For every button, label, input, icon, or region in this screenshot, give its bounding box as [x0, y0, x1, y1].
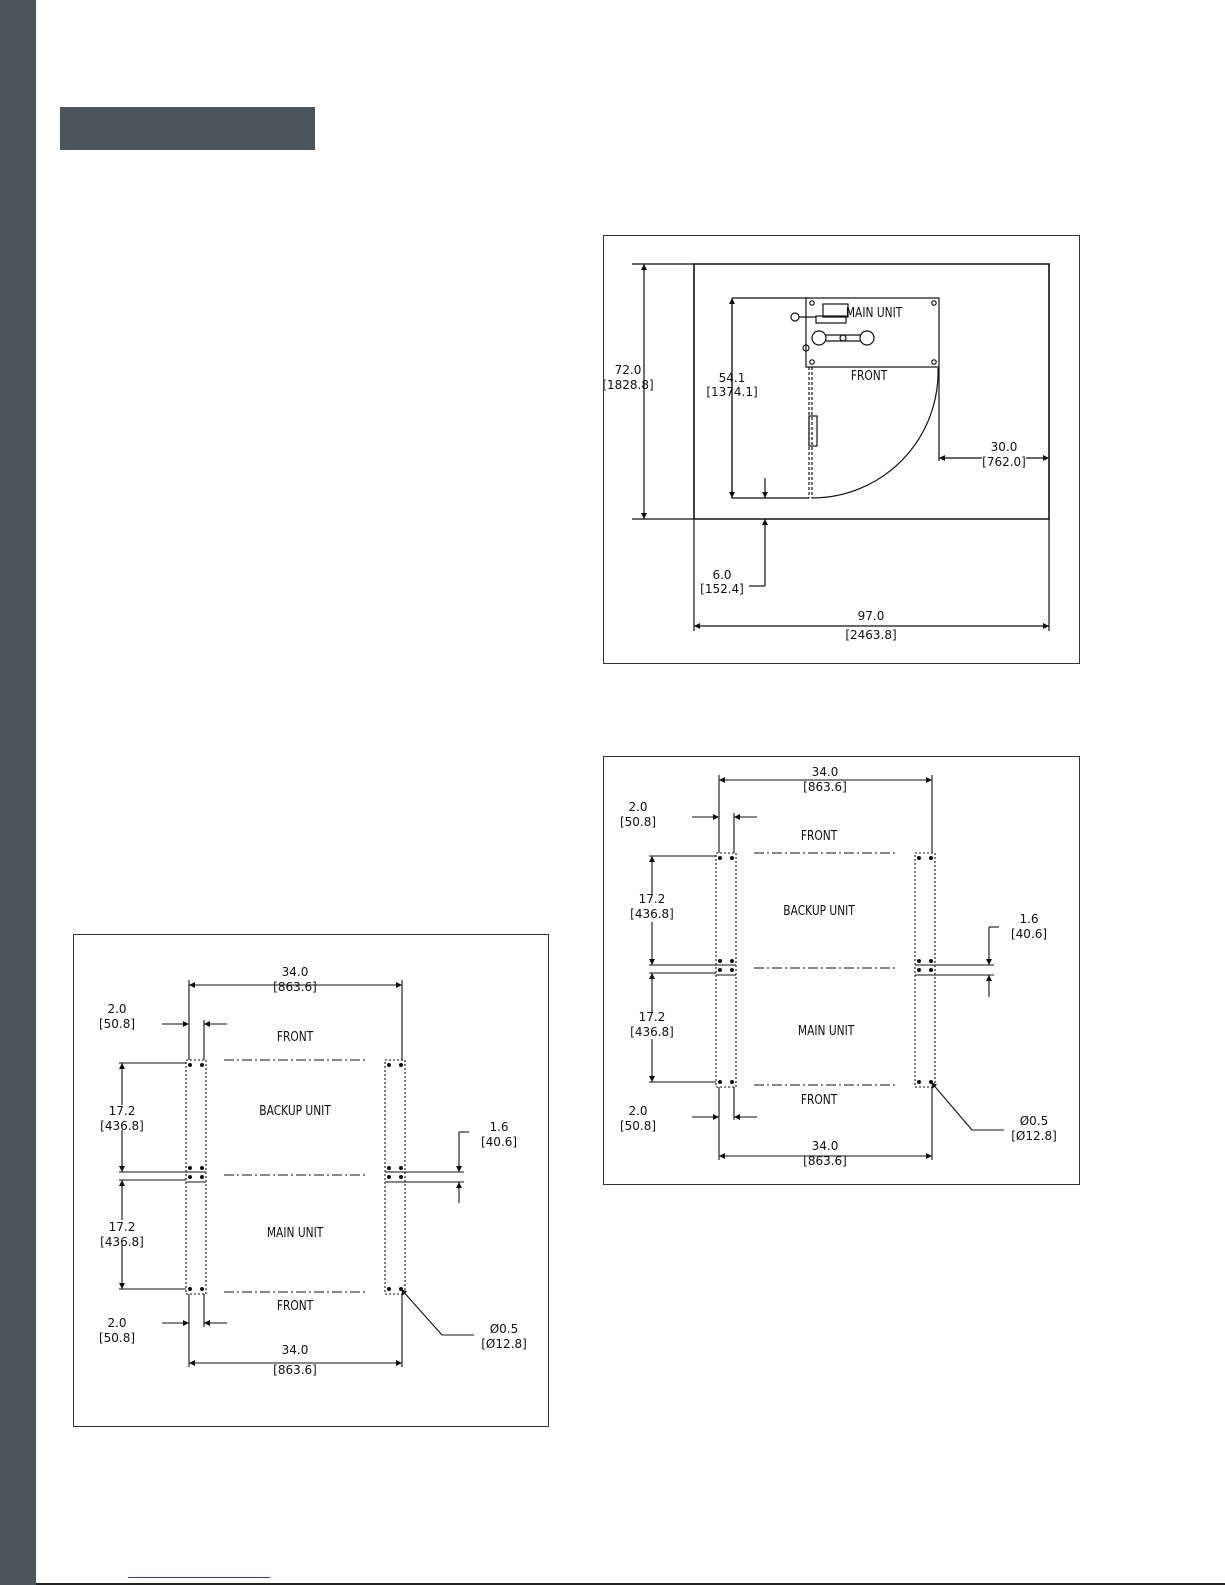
hole-diameter-mm: [Ø12.8]: [481, 1337, 527, 1351]
backup-unit-label: BACKUP UNIT: [783, 903, 855, 918]
side-bar: [0, 0, 36, 1585]
depth2-mm: [436.8]: [630, 1025, 674, 1039]
front-top-label: FRONT: [277, 1029, 314, 1044]
room-height-inches: 72.0: [615, 363, 642, 377]
clearance-inches: 30.0: [991, 440, 1018, 454]
top-offset-mm: [50.8]: [99, 1017, 135, 1031]
depth2-inches: 17.2: [639, 1010, 666, 1024]
bottom-offset-mm: [50.8]: [620, 1119, 656, 1133]
wall-gap-mm: [152.4]: [700, 582, 744, 596]
clearance-mm: [762.0]: [982, 455, 1026, 469]
main-unit-label: MAIN UNIT: [798, 1023, 855, 1038]
top-width-mm: [863.6]: [273, 980, 317, 994]
backup-unit-label: BACKUP UNIT: [259, 1103, 331, 1118]
front-top-label: FRONT: [801, 828, 838, 843]
depth1-inches: 17.2: [109, 1104, 136, 1118]
depth1-inches: 17.2: [639, 892, 666, 906]
top-width-mm: [863.6]: [803, 780, 847, 794]
footprint-drawing-right: 34.0 [863.6] 2.0 [50.8] FRONT BACKUP UNI…: [603, 756, 1080, 1185]
room-layout-drawing: 72.0 [1828.8] MAIN UNIT FRONT 54.1 [1374…: [603, 235, 1080, 664]
depth1-mm: [436.8]: [100, 1119, 144, 1133]
hole-diameter-inches: Ø0.5: [1020, 1114, 1049, 1128]
room-height-mm: [1828.8]: [604, 378, 654, 392]
main-unit-label: MAIN UNIT: [846, 305, 903, 320]
bottom-width-inches: 34.0: [812, 1139, 839, 1153]
depth2-mm: [436.8]: [100, 1235, 144, 1249]
top-offset-inches: 2.0: [107, 1002, 126, 1016]
front-label: FRONT: [851, 368, 888, 383]
bottom-width-mm: [863.6]: [803, 1154, 847, 1168]
top-offset-inches: 2.0: [628, 800, 647, 814]
gap-mm: [40.6]: [1011, 927, 1047, 941]
bottom-offset-inches: 2.0: [107, 1316, 126, 1330]
bottom-offset-mm: [50.8]: [99, 1331, 135, 1345]
bottom-offset-inches: 2.0: [628, 1104, 647, 1118]
footer-rule: [36, 1583, 1225, 1585]
depth-mm: [1374.1]: [706, 385, 757, 399]
room-width-inches: 97.0: [858, 609, 885, 623]
gap-inches: 1.6: [489, 1120, 508, 1134]
gap-mm: [40.6]: [481, 1135, 517, 1149]
gap-inches: 1.6: [1019, 912, 1038, 926]
wall-gap-inches: 6.0: [712, 568, 731, 582]
footer-link-rule: [128, 1577, 270, 1578]
footprint-drawing-left: 34.0 [863.6] 2.0 [50.8] FRONT BACKUP UNI…: [73, 934, 549, 1427]
bottom-width-mm: [863.6]: [273, 1363, 317, 1377]
room-width-mm: [2463.8]: [845, 628, 896, 642]
top-width-inches: 34.0: [812, 765, 839, 779]
front-bottom-label: FRONT: [277, 1298, 314, 1313]
section-header-bar: [60, 107, 315, 150]
top-width-inches: 34.0: [282, 965, 309, 979]
depth1-mm: [436.8]: [630, 907, 674, 921]
bottom-width-inches: 34.0: [282, 1343, 309, 1357]
hole-diameter-inches: Ø0.5: [490, 1322, 519, 1336]
depth-inches: 54.1: [719, 371, 746, 385]
top-offset-mm: [50.8]: [620, 815, 656, 829]
front-bottom-label: FRONT: [801, 1092, 838, 1107]
depth2-inches: 17.2: [109, 1220, 136, 1234]
main-unit-label: MAIN UNIT: [267, 1225, 324, 1240]
hole-diameter-mm: [Ø12.8]: [1011, 1129, 1057, 1143]
